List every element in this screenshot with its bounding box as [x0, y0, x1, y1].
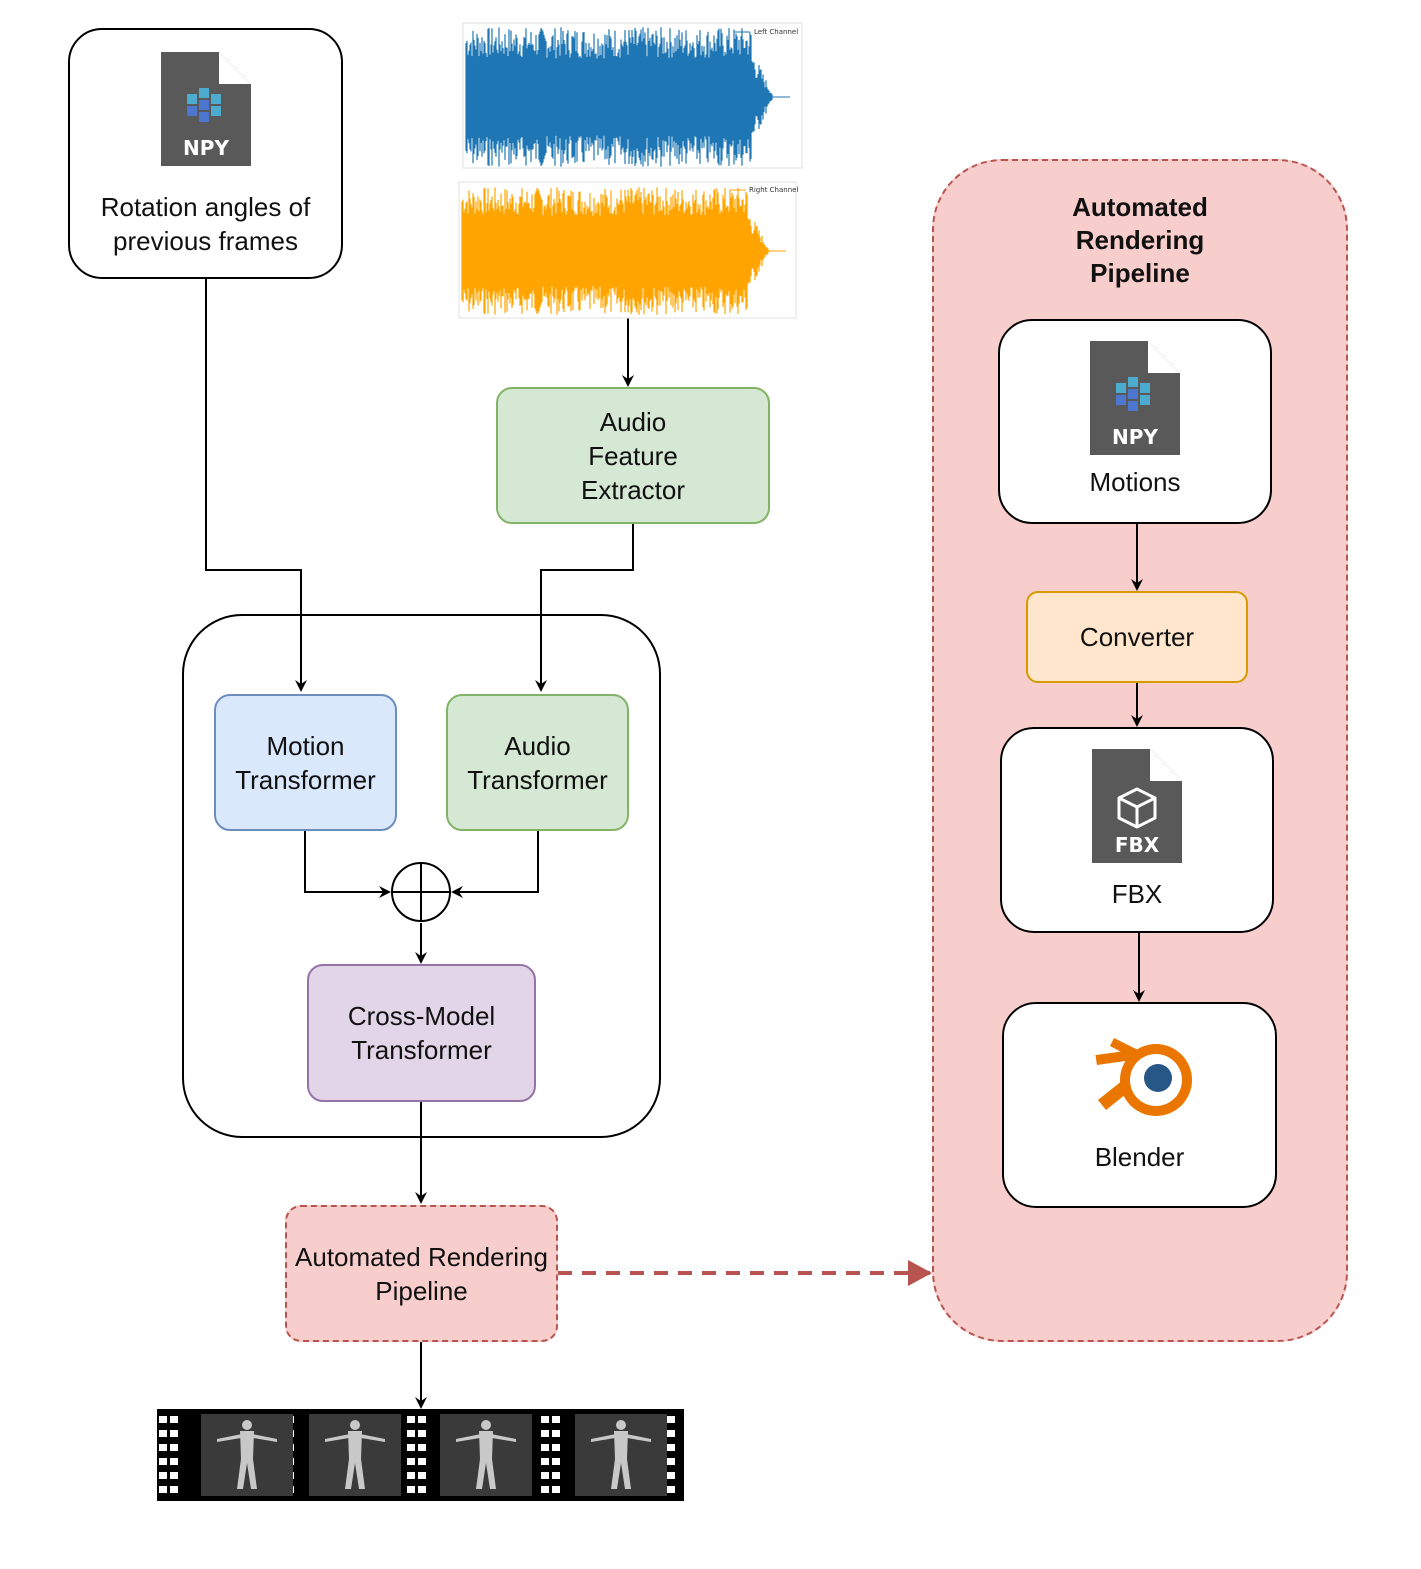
motions-label: Motions — [1089, 467, 1181, 497]
audio-transformer-label: Audio Transformer — [467, 730, 608, 795]
audio-feature-extractor-node: Audio Feature Extractor — [496, 387, 770, 524]
blender-node: Blender — [1002, 1002, 1277, 1208]
audio-transformer-node: Audio Transformer — [446, 694, 629, 831]
rotation-angles-label: Rotation angles of previous frames — [100, 192, 311, 256]
fbx-label: FBX — [1111, 879, 1163, 909]
motion-transformer-label: Motion Transformer — [235, 730, 376, 795]
audio-feature-extractor-label: Audio Feature Extractor — [580, 406, 686, 505]
npy-file-icon: NPY — [1090, 341, 1180, 455]
npy-badge-text: NPY — [1112, 425, 1158, 449]
rotation-angles-node: NPY Rotation angles of previous frames — [68, 28, 343, 279]
fbx-node: FBX FBX — [1000, 727, 1274, 933]
output-film-strip — [157, 1409, 684, 1501]
converter-label: Converter — [1079, 622, 1195, 652]
blender-label: Blender — [1094, 1142, 1185, 1172]
pipeline-panel-title: Automated Rendering Pipeline — [1072, 192, 1208, 288]
motions-node: NPY Motions — [998, 319, 1272, 524]
fbx-badge-text: FBX — [1115, 833, 1160, 857]
converter-node: Converter — [1026, 591, 1248, 683]
cross-model-transformer-label: Cross-Model Transformer — [347, 1001, 496, 1065]
npy-badge-text: NPY — [183, 136, 229, 160]
motion-transformer-node: Motion Transformer — [214, 694, 397, 831]
rendering-pipeline-label: Automated Rendering Pipeline — [295, 1241, 548, 1306]
blender-logo-icon — [1095, 1038, 1192, 1116]
cross-model-transformer-node: Cross-Model Transformer — [307, 964, 536, 1102]
sum-operator-top — [391, 862, 451, 922]
npy-file-icon: NPY — [160, 52, 251, 166]
rendering-pipeline-node: Automated Rendering Pipeline — [285, 1205, 558, 1342]
fbx-file-icon: FBX — [1092, 749, 1182, 863]
